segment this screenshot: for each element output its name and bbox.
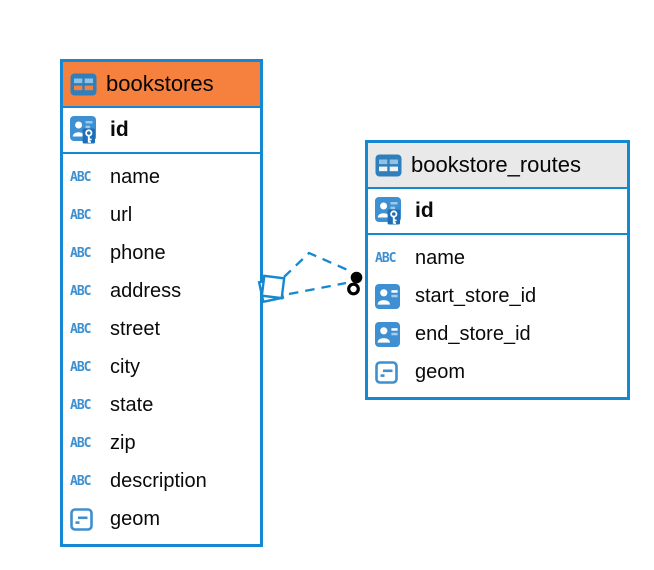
geometry-icon: [70, 507, 93, 531]
column-name: description: [110, 469, 207, 492]
column-name: state: [110, 393, 154, 416]
column-icon-box: ABC: [70, 437, 104, 450]
table-icon: [375, 154, 402, 176]
column-name: geom: [110, 507, 161, 530]
primary-key-section: id: [63, 108, 260, 154]
relationship-dot-marker[interactable]: [350, 271, 363, 284]
column-name: id: [415, 199, 434, 222]
column-row-description[interactable]: ABC description: [63, 462, 260, 500]
column-icon-box: [375, 360, 409, 384]
person-key-icon: [375, 196, 401, 224]
column-icon-box: ABC: [70, 171, 104, 184]
primary-key-section: id: [368, 189, 627, 235]
column-name: url: [110, 203, 133, 226]
column-row-street[interactable]: ABC street: [63, 310, 260, 348]
text-icon: ABC: [70, 359, 92, 375]
geometry-icon: [375, 360, 398, 384]
column-name: id: [110, 118, 129, 141]
column-row-name[interactable]: ABC name: [368, 239, 627, 277]
column-name: zip: [110, 431, 136, 454]
column-row-city[interactable]: ABC city: [63, 348, 260, 386]
column-row-address[interactable]: ABC address: [63, 272, 260, 310]
relationship-line-lower[interactable]: [288, 281, 347, 296]
text-icon: ABC: [70, 473, 92, 489]
column-row-phone[interactable]: ABC phone: [63, 234, 260, 272]
text-icon: ABC: [70, 169, 92, 185]
person-icon: [375, 283, 400, 309]
column-icon-box: ABC: [70, 209, 104, 222]
column-icon-box: ABC: [70, 399, 104, 412]
relationship-ring-marker[interactable]: [347, 282, 360, 296]
table-header-bookstore-routes[interactable]: bookstore_routes: [368, 143, 627, 189]
column-icon-box: ABC: [70, 247, 104, 260]
text-icon: ABC: [70, 397, 92, 413]
table-title: bookstores: [106, 71, 214, 96]
column-name: city: [110, 355, 140, 378]
column-icon-box: [375, 196, 409, 226]
text-icon: ABC: [70, 245, 92, 261]
column-row-name[interactable]: ABC name: [63, 158, 260, 196]
column-icon-box: ABC: [70, 361, 104, 374]
column-row-id[interactable]: id: [368, 189, 627, 233]
column-row-state[interactable]: ABC state: [63, 386, 260, 424]
column-row-start_store_id[interactable]: start_store_id: [368, 277, 627, 315]
column-name: end_store_id: [415, 322, 531, 345]
column-row-url[interactable]: ABC url: [63, 196, 260, 234]
text-icon: ABC: [375, 250, 397, 266]
column-row-geom[interactable]: geom: [368, 353, 627, 391]
column-icon-box: [70, 115, 104, 145]
column-name: name: [110, 165, 161, 188]
entity-table-bookstore-routes[interactable]: bookstore_routes id ABC name start_store_…: [365, 140, 630, 400]
table-icon: [70, 73, 97, 95]
column-row-geom[interactable]: geom: [63, 500, 260, 538]
column-icon-box: [70, 507, 104, 531]
table-header-bookstores[interactable]: bookstores: [63, 62, 260, 108]
person-icon: [375, 321, 400, 347]
column-name: start_store_id: [415, 284, 537, 307]
column-row-id[interactable]: id: [63, 108, 260, 152]
relationship-line-upper[interactable]: [283, 251, 351, 278]
column-row-end_store_id[interactable]: end_store_id: [368, 315, 627, 353]
table-title: bookstore_routes: [411, 152, 581, 177]
text-icon: ABC: [70, 207, 92, 223]
columns-section: ABC name start_store_id end_store_id geom: [368, 235, 627, 397]
column-row-zip[interactable]: ABC zip: [63, 424, 260, 462]
column-name: phone: [110, 241, 166, 264]
column-name: street: [110, 317, 161, 340]
column-name: geom: [415, 360, 466, 383]
column-icon-box: ABC: [70, 323, 104, 336]
column-name: name: [415, 246, 466, 269]
person-key-icon: [70, 115, 96, 143]
column-name: address: [110, 279, 182, 302]
column-icon-box: ABC: [70, 475, 104, 488]
column-icon-box: [375, 321, 409, 347]
text-icon: ABC: [70, 435, 92, 451]
column-icon-box: [375, 283, 409, 309]
column-icon-box: ABC: [70, 285, 104, 298]
text-icon: ABC: [70, 283, 92, 299]
column-icon-box: ABC: [375, 252, 409, 265]
text-icon: ABC: [70, 321, 92, 337]
